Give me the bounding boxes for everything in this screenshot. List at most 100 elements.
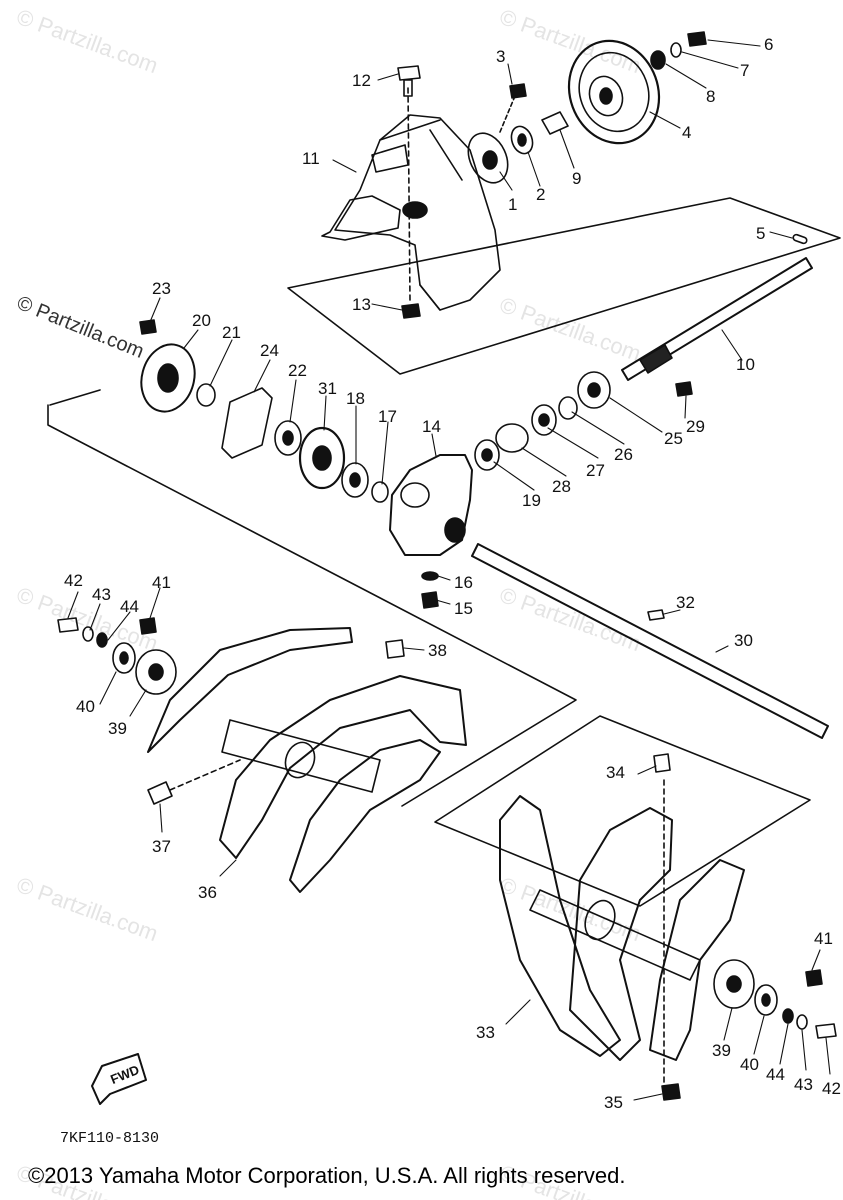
label-part-22: 22 xyxy=(288,361,307,380)
label-part-34: 34 xyxy=(606,763,625,782)
part-3-bolt xyxy=(509,83,527,99)
label-part-11: 11 xyxy=(302,149,320,168)
part-1-flange xyxy=(467,132,509,184)
label-part-29: 29 xyxy=(686,417,705,436)
part-42-bolt-right xyxy=(815,1023,837,1039)
label-part-6: 6 xyxy=(764,35,774,54)
label-part-26: 26 xyxy=(614,445,633,464)
part-10-shaft xyxy=(621,257,813,381)
label-part-9: 9 xyxy=(572,169,582,188)
part-26-seal xyxy=(558,396,578,420)
label-part-12: 12 xyxy=(352,71,371,90)
part-34-bolt xyxy=(653,753,671,773)
part-30-shaft xyxy=(471,543,829,739)
part-17-seal xyxy=(371,481,389,503)
label-part-33: 33 xyxy=(476,1023,495,1042)
part-18-bearing xyxy=(341,462,369,498)
label-part-10: 10 xyxy=(736,355,755,374)
label-part-42-right: 42 xyxy=(822,1079,841,1098)
label-part-18: 18 xyxy=(346,389,365,408)
part-6-bolt xyxy=(687,31,707,47)
part-24-gasket xyxy=(221,387,273,459)
label-part-7: 7 xyxy=(740,61,750,80)
label-part-14: 14 xyxy=(422,417,441,436)
label-part-1: 1 xyxy=(508,195,518,214)
part-33-auger xyxy=(499,779,745,1086)
part-7-washer xyxy=(670,42,682,58)
part-12-bolt xyxy=(397,65,421,97)
part-13-nut xyxy=(401,303,421,319)
part-4-pulley xyxy=(567,39,661,145)
part-27-bearing xyxy=(531,404,557,436)
label-part-44-left: 44 xyxy=(120,597,139,616)
label-part-21: 21 xyxy=(222,323,241,342)
copyright-notice: ©2013 Yamaha Motor Corporation, U.S.A. A… xyxy=(28,1163,626,1188)
part-36-auger xyxy=(147,627,467,893)
diagram-code: 7KF110-8130 xyxy=(60,1130,160,1147)
label-part-27: 27 xyxy=(586,461,605,480)
label-part-20: 20 xyxy=(192,311,211,330)
group-plane-lower xyxy=(434,715,811,907)
label-part-5: 5 xyxy=(756,224,766,243)
leader-lines xyxy=(67,39,831,1101)
part-44-washer-right xyxy=(782,1008,794,1024)
label-part-40-right: 40 xyxy=(740,1055,759,1074)
label-part-43-right: 43 xyxy=(794,1075,813,1094)
label-part-32: 32 xyxy=(676,593,695,612)
label-part-30: 30 xyxy=(734,631,753,650)
part-2-bearing xyxy=(510,125,534,155)
part-43-washer-right xyxy=(796,1014,808,1030)
group-plane-middle-edge xyxy=(47,404,577,807)
label-part-43-left: 43 xyxy=(92,585,111,604)
part-5-key xyxy=(792,233,808,245)
label-part-41-left: 41 xyxy=(152,573,171,592)
part-11-housing xyxy=(321,87,501,311)
part-22-bearing xyxy=(274,420,302,456)
part-8-washer xyxy=(650,50,666,70)
part-39-housing-left xyxy=(135,649,177,695)
label-part-35: 35 xyxy=(604,1093,623,1112)
part-32-key xyxy=(647,609,665,621)
group-plane-upper xyxy=(287,197,841,375)
part-44-washer-left xyxy=(96,632,108,648)
label-part-2: 2 xyxy=(536,185,546,204)
part-39-housing-right xyxy=(713,959,755,1009)
part-31-gear xyxy=(298,426,346,490)
label-part-16: 16 xyxy=(454,573,473,592)
part-9-collar xyxy=(541,111,569,135)
label-part-41-right: 41 xyxy=(814,929,833,948)
part-43-washer-left xyxy=(82,626,94,642)
label-part-4: 4 xyxy=(682,123,692,142)
part-23-bolt xyxy=(139,319,157,335)
label-part-37: 37 xyxy=(152,837,171,856)
part-40-bearing-left xyxy=(112,642,136,674)
label-part-40-left: 40 xyxy=(76,697,95,716)
part-20-cover xyxy=(140,343,196,413)
part-19-bearing xyxy=(474,439,500,471)
group-plane-middle xyxy=(49,389,101,406)
part-41-nut-left xyxy=(139,617,157,635)
part-38-nut xyxy=(385,639,405,659)
label-part-13: 13 xyxy=(352,295,371,314)
part-35-nut xyxy=(661,1083,681,1101)
part-42-bolt-left xyxy=(57,617,79,633)
label-part-28: 28 xyxy=(552,477,571,496)
label-part-38: 38 xyxy=(428,641,447,660)
fwd-arrow-icon xyxy=(91,1053,147,1105)
label-part-8: 8 xyxy=(706,87,716,106)
part-16-washer xyxy=(421,571,439,581)
label-part-31: 31 xyxy=(318,379,337,398)
label-part-36: 36 xyxy=(198,883,217,902)
label-part-25: 25 xyxy=(664,429,683,448)
label-part-3: 3 xyxy=(496,47,506,66)
part-37-bolt xyxy=(147,781,173,805)
label-part-24: 24 xyxy=(260,341,279,360)
part-41-nut-right xyxy=(805,969,823,987)
part-15-plug xyxy=(421,591,439,609)
label-part-19: 19 xyxy=(522,491,541,510)
part-29-bolt xyxy=(675,381,693,397)
part-21-seal xyxy=(196,383,216,407)
label-part-42-left: 42 xyxy=(64,571,83,590)
